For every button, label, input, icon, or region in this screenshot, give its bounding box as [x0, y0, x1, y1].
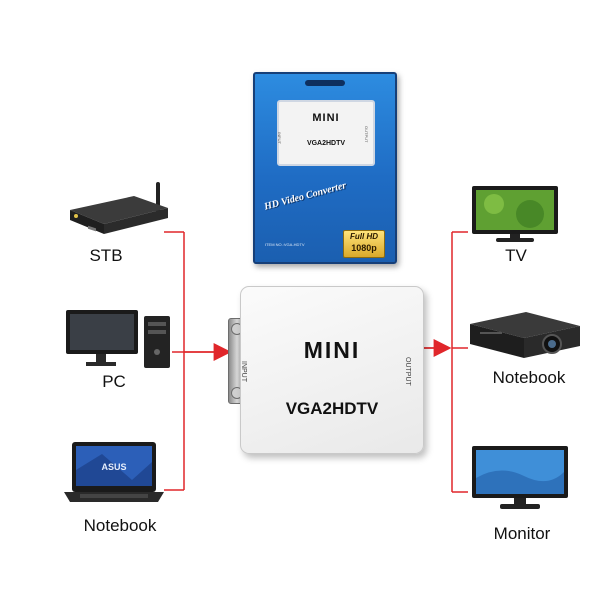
- adapter-input-label: INPUT: [240, 361, 247, 382]
- source-label-stb: STB: [89, 246, 123, 265]
- full-hd-badge-line1: Full HD: [350, 232, 378, 241]
- adapter-output-label: OUTPUT: [404, 357, 411, 386]
- product-box: MINI VGA2HDTV INPUT OUTPUT HD Video Conv…: [253, 72, 397, 264]
- laptop-screen-brand: ASUS: [101, 462, 126, 472]
- full-hd-badge-line2: 1080p: [351, 243, 377, 253]
- desktop-pc-icon: [66, 310, 170, 368]
- output-label-monitor: Monitor: [493, 524, 551, 543]
- vga2hdtv-adapter: MINI VGA2HDTV INPUT OUTPUT: [240, 286, 424, 454]
- projector-icon: [470, 312, 580, 358]
- hang-hole: [305, 80, 345, 86]
- laptop-icon: ASUS: [64, 442, 164, 502]
- full-hd-badge: Full HD 1080p: [343, 230, 385, 258]
- monitor-icon: [472, 446, 568, 509]
- adapter-model-label: VGA2HDTV: [285, 399, 379, 418]
- set-top-box-icon: [70, 182, 168, 234]
- box-window: MINI VGA2HDTV INPUT OUTPUT: [277, 100, 375, 166]
- source-label-pc: PC: [102, 372, 126, 391]
- output-label-projector: Notebook: [492, 368, 566, 387]
- box-brand-label: MINI: [312, 112, 340, 124]
- adapter-brand-label: MINI: [303, 337, 361, 363]
- source-label-notebook: Notebook: [83, 516, 157, 535]
- box-output-label: OUTPUT: [364, 126, 369, 143]
- box-banner-text: HD Video Converter: [263, 180, 348, 213]
- tv-icon: [472, 186, 558, 242]
- box-item-number: ITEM NO.:VGA-HDTV: [265, 242, 305, 247]
- box-model-label: VGA2HDTV: [306, 140, 346, 147]
- output-label-tv: TV: [505, 246, 527, 265]
- box-input-label: INPUT: [277, 132, 282, 144]
